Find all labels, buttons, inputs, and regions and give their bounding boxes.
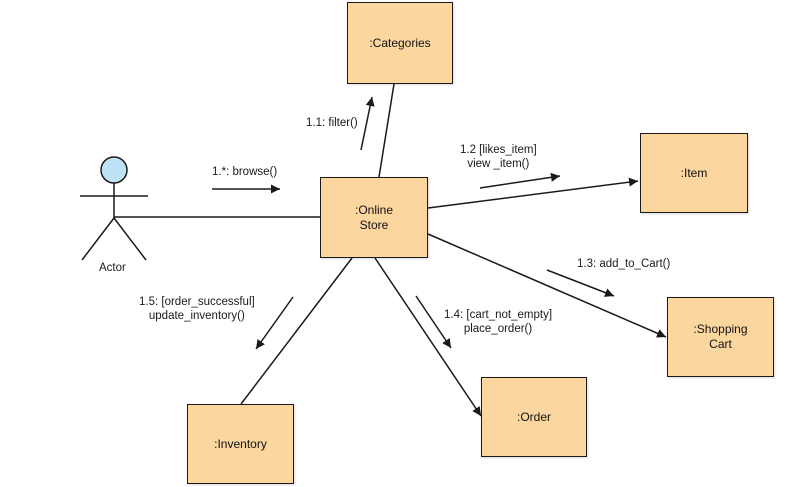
place-order-arrow bbox=[415, 295, 452, 349]
item-object: :Item bbox=[640, 133, 748, 213]
update-inventory-message: 1.5: [order_successful] update_inventory… bbox=[139, 295, 255, 323]
order-object: :Order bbox=[481, 377, 587, 457]
link-store-item bbox=[427, 177, 639, 209]
online-store-object: :Online Store bbox=[320, 177, 428, 258]
link-store-inventory bbox=[240, 257, 353, 405]
online-store-label: :Online Store bbox=[354, 202, 394, 232]
actor-head bbox=[100, 156, 128, 184]
item-label: :Item bbox=[680, 165, 708, 180]
actor-left-leg bbox=[81, 217, 115, 261]
categories-object: :Categories bbox=[347, 2, 453, 84]
add-to-cart-arrow bbox=[546, 269, 615, 297]
place-order-call: place_order() bbox=[463, 323, 533, 335]
shopping-cart-object: :Shopping Cart bbox=[667, 297, 774, 377]
place-order-guard: 1.4: [cart_not_empty] bbox=[444, 309, 553, 321]
shopping-cart-label: :Shopping Cart bbox=[693, 322, 748, 351]
filter-arrow bbox=[360, 96, 375, 151]
link-store-categories bbox=[378, 83, 395, 178]
view-item-arrow bbox=[479, 172, 561, 189]
inventory-label: :Inventory bbox=[214, 436, 267, 451]
view-item-call: view _item() bbox=[467, 158, 530, 170]
order-label: :Order bbox=[516, 409, 551, 424]
update-inventory-guard: 1.5: [order_successful] bbox=[139, 296, 255, 308]
view-item-message: 1.2 [likes_item] view _item() bbox=[460, 143, 537, 171]
view-item-guard: 1.2 [likes_item] bbox=[460, 144, 537, 156]
inventory-object: :Inventory bbox=[187, 404, 294, 484]
add-to-cart-message: 1.3: add_to_Cart() bbox=[577, 258, 671, 270]
update-inventory-call: update_inventory() bbox=[148, 310, 245, 322]
filter-message: 1.1: filter() bbox=[306, 117, 358, 129]
actor-right-leg bbox=[113, 217, 147, 261]
actor-label: Actor bbox=[99, 262, 126, 274]
actor-figure bbox=[80, 156, 148, 261]
link-store-order bbox=[374, 257, 482, 417]
categories-label: :Categories bbox=[369, 35, 431, 50]
link-store-cart bbox=[427, 233, 667, 338]
browse-message: 1.*: browse() bbox=[212, 166, 278, 178]
update-inventory-arrow bbox=[255, 296, 294, 350]
place-order-message: 1.4: [cart_not_empty] place_order() bbox=[444, 308, 552, 336]
